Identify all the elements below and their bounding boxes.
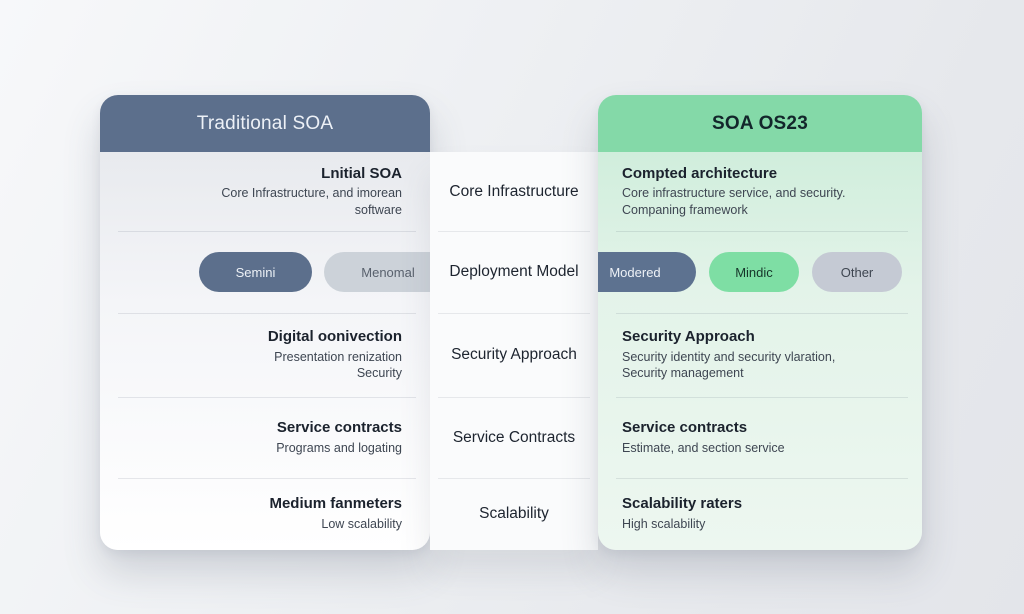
- row-label-service-contracts: Service Contracts: [430, 397, 598, 478]
- cell-subtext: Core infrastructure service, and securit…: [622, 186, 846, 201]
- cell-subtext: Core Infrastructure, and imorean: [221, 186, 402, 201]
- cell-title: Security Approach: [622, 328, 755, 346]
- row-label-core-infrastructure: Core Infrastructure: [430, 152, 598, 231]
- left-cell-core-infrastructure: Lnitial SOA Core Infrastructure, and imo…: [100, 152, 430, 231]
- row-label-scalability: Scalability: [430, 478, 598, 550]
- row-label-deployment-model: Deployment Model: [430, 231, 598, 313]
- row-label-security-approach: Security Approach: [430, 313, 598, 397]
- cell-title: Digital oonivection: [267, 328, 402, 346]
- cell-title: Service contracts: [276, 418, 402, 436]
- cell-title: Lnitial SOA: [321, 164, 402, 182]
- right-cell-security-approach: Security Approach Security identity and …: [598, 313, 922, 397]
- pill-modered: Modered: [598, 252, 696, 292]
- cell-title: Compted architecture: [622, 164, 778, 182]
- pill-mindic: Mindic: [709, 252, 799, 292]
- row-label: Deployment Model: [449, 263, 579, 280]
- soa-os23-body: Compted architecture Core infrastructure…: [598, 152, 922, 550]
- cell-subtext: Security: [356, 366, 402, 381]
- cell-subtext: Security management: [622, 366, 744, 381]
- traditional-soa-body: Lnitial SOA Core Infrastructure, and imo…: [100, 152, 430, 550]
- cell-subtext: Estimate, and section service: [622, 440, 785, 455]
- pill-other: Other: [812, 252, 902, 292]
- cell-subtext: Companing framework: [622, 202, 748, 217]
- right-cell-service-contracts: Service contracts Estimate, and section …: [598, 397, 922, 478]
- cell-subtext: Security identity and security vlaration…: [622, 349, 836, 364]
- right-cell-scalability: Scalability raters High scalability: [598, 478, 922, 550]
- row-label-column: Core Infrastructure Deployment Model Sec…: [430, 152, 598, 550]
- cell-subtext: Presentation renization: [274, 349, 402, 364]
- left-cell-service-contracts: Service contracts Programs and logating: [100, 397, 430, 478]
- cell-subtext: Low scalability: [321, 517, 402, 532]
- cell-subtext: Programs and logating: [276, 440, 402, 455]
- cell-title: Scalability raters: [622, 495, 743, 513]
- soa-os23-header: SOA OS23: [598, 95, 922, 152]
- left-cell-security-approach: Digital oonivection Presentation renizat…: [100, 313, 430, 397]
- right-cell-core-infrastructure: Compted architecture Core infrastructure…: [598, 152, 922, 231]
- pill-semini: Semini: [199, 252, 312, 292]
- left-cell-scalability: Medium fanmeters Low scalability: [100, 478, 430, 550]
- traditional-soa-card: Traditional SOA Lnitial SOA Core Infrast…: [100, 95, 430, 550]
- cell-title: Service contracts: [622, 418, 748, 436]
- row-label: Scalability: [479, 505, 549, 522]
- cell-subtext: software: [354, 202, 402, 217]
- row-label: Core Infrastructure: [449, 182, 579, 200]
- cell-subtext: High scalability: [622, 517, 706, 532]
- right-cell-deployment-model: Modered Mindic Other: [598, 231, 922, 313]
- traditional-soa-header: Traditional SOA: [100, 95, 430, 152]
- left-cell-deployment-model: Semini Menomal: [100, 231, 430, 313]
- row-label: Service Contracts: [452, 428, 576, 446]
- row-label: Security Approach: [451, 346, 577, 363]
- pill-menomal: Menomal: [324, 252, 430, 292]
- cell-title: Medium fanmeters: [269, 495, 402, 513]
- soa-os23-card: SOA OS23 Compted architecture Core infra…: [598, 95, 922, 550]
